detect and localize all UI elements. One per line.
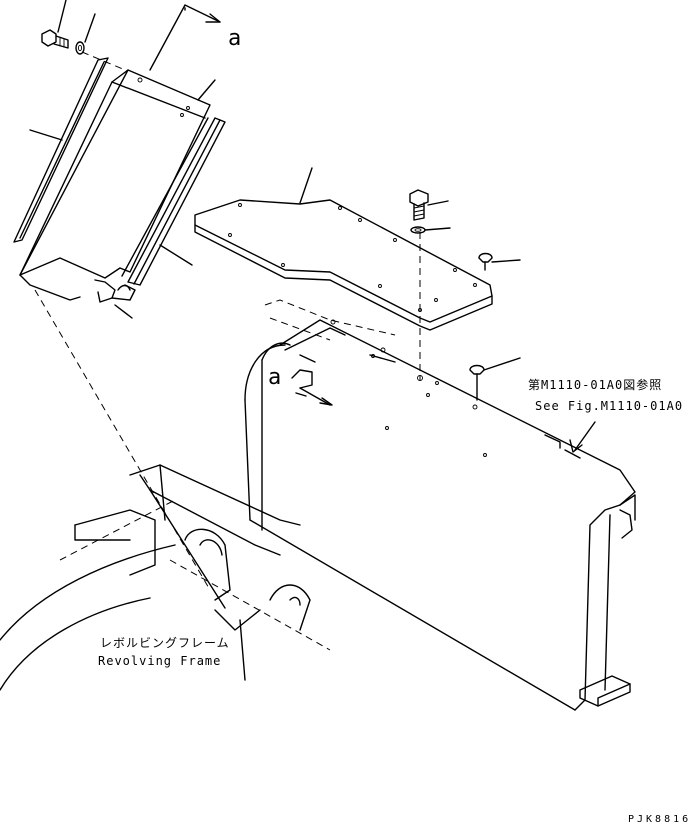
marker-a-top: a: [228, 26, 241, 51]
frame-label-en: Revolving Frame: [98, 654, 221, 668]
frame-callout: レボルビングフレーム Revolving Frame: [98, 636, 230, 668]
cover-plate: [194, 167, 493, 331]
reference-callout: 第M1110-01A0図参照 See Fig.M1110-01A0: [528, 377, 683, 453]
reference-label-ja: 第M1110-01A0図参照: [528, 377, 662, 392]
view-marker-housing: a: [268, 365, 333, 406]
marker-a-housing: a: [268, 365, 281, 390]
revolving-frame: [0, 464, 331, 691]
fasteners-center: [409, 189, 521, 401]
tool-box-housing: [244, 299, 636, 711]
side-panels: [13, 0, 226, 609]
drawing-code: PJK8816: [628, 814, 691, 825]
reference-label-en: See Fig.M1110-01A0: [535, 399, 683, 413]
frame-label-ja: レボルビングフレーム: [100, 636, 230, 650]
